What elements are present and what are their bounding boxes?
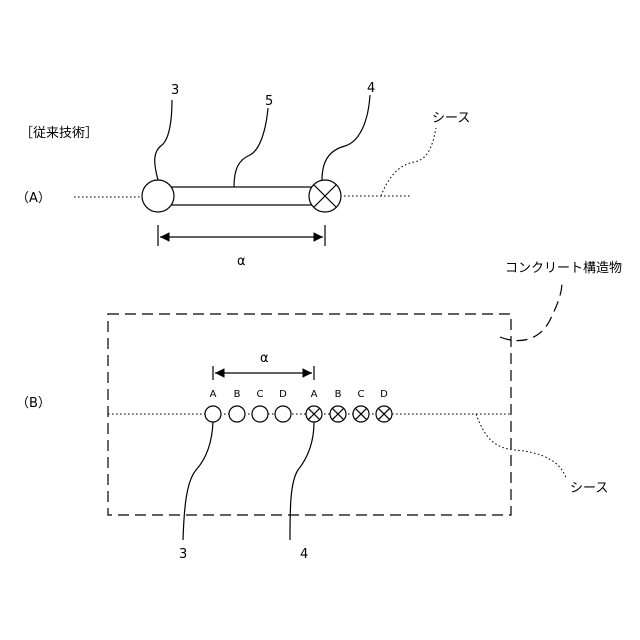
source-letter-a: A: [210, 389, 217, 400]
leader-receiver: [322, 95, 370, 180]
figure-a-label: （A）: [16, 191, 51, 206]
alpha-label-b: α: [260, 351, 269, 366]
structure-label: コンクリート構造物: [505, 261, 622, 276]
sheath-label-b: シース: [570, 481, 608, 496]
ref-4-a: 4: [367, 81, 375, 96]
source-letter-b: B: [234, 389, 241, 400]
receiver-circle: [309, 180, 341, 212]
pipe-body: [171, 187, 311, 205]
leader-source-b: [183, 422, 213, 540]
figure-b-label: （B）: [16, 396, 51, 411]
leader-pipe: [234, 108, 268, 187]
source-letter-c: C: [257, 389, 264, 400]
receiver-circle-c: [353, 406, 369, 422]
source-circle: [142, 180, 174, 212]
source-letter-d: D: [279, 389, 287, 400]
leader-sheath-b: [476, 414, 566, 478]
source-circle-d: [275, 406, 291, 422]
receiver-letter-a: A: [311, 389, 318, 400]
sheath-label-a: シース: [432, 111, 470, 126]
ref-3-a: 3: [171, 83, 179, 98]
leader-receiver-b: [290, 422, 314, 540]
ref-4-b: 4: [300, 547, 308, 562]
receiver-circle-b: [330, 406, 346, 422]
source-circle-a: [205, 406, 221, 422]
ref-5-a: 5: [265, 94, 273, 109]
source-circle-c: [252, 406, 268, 422]
receiver-letter-b: B: [335, 389, 342, 400]
receiver-circle-d: [376, 406, 392, 422]
source-circle-b: [229, 406, 245, 422]
alpha-label-a: α: [237, 254, 246, 269]
receiver-group: A B C D: [306, 389, 392, 422]
leader-source: [155, 100, 172, 180]
leader-sheath-a: [381, 128, 436, 196]
figure-a: （A） 3 5 4 シース α: [16, 81, 470, 269]
source-group: A B C D: [205, 389, 291, 422]
leader-structure: [500, 282, 562, 341]
receiver-circle-a: [306, 406, 322, 422]
header-title: ［従来技術］: [20, 126, 98, 141]
ref-3-b: 3: [179, 547, 187, 562]
receiver-letter-d: D: [380, 389, 388, 400]
figure-b: （B） コンクリート構造物 シース α A B C D A B C D 3 4: [16, 261, 622, 562]
receiver-letter-c: C: [358, 389, 365, 400]
